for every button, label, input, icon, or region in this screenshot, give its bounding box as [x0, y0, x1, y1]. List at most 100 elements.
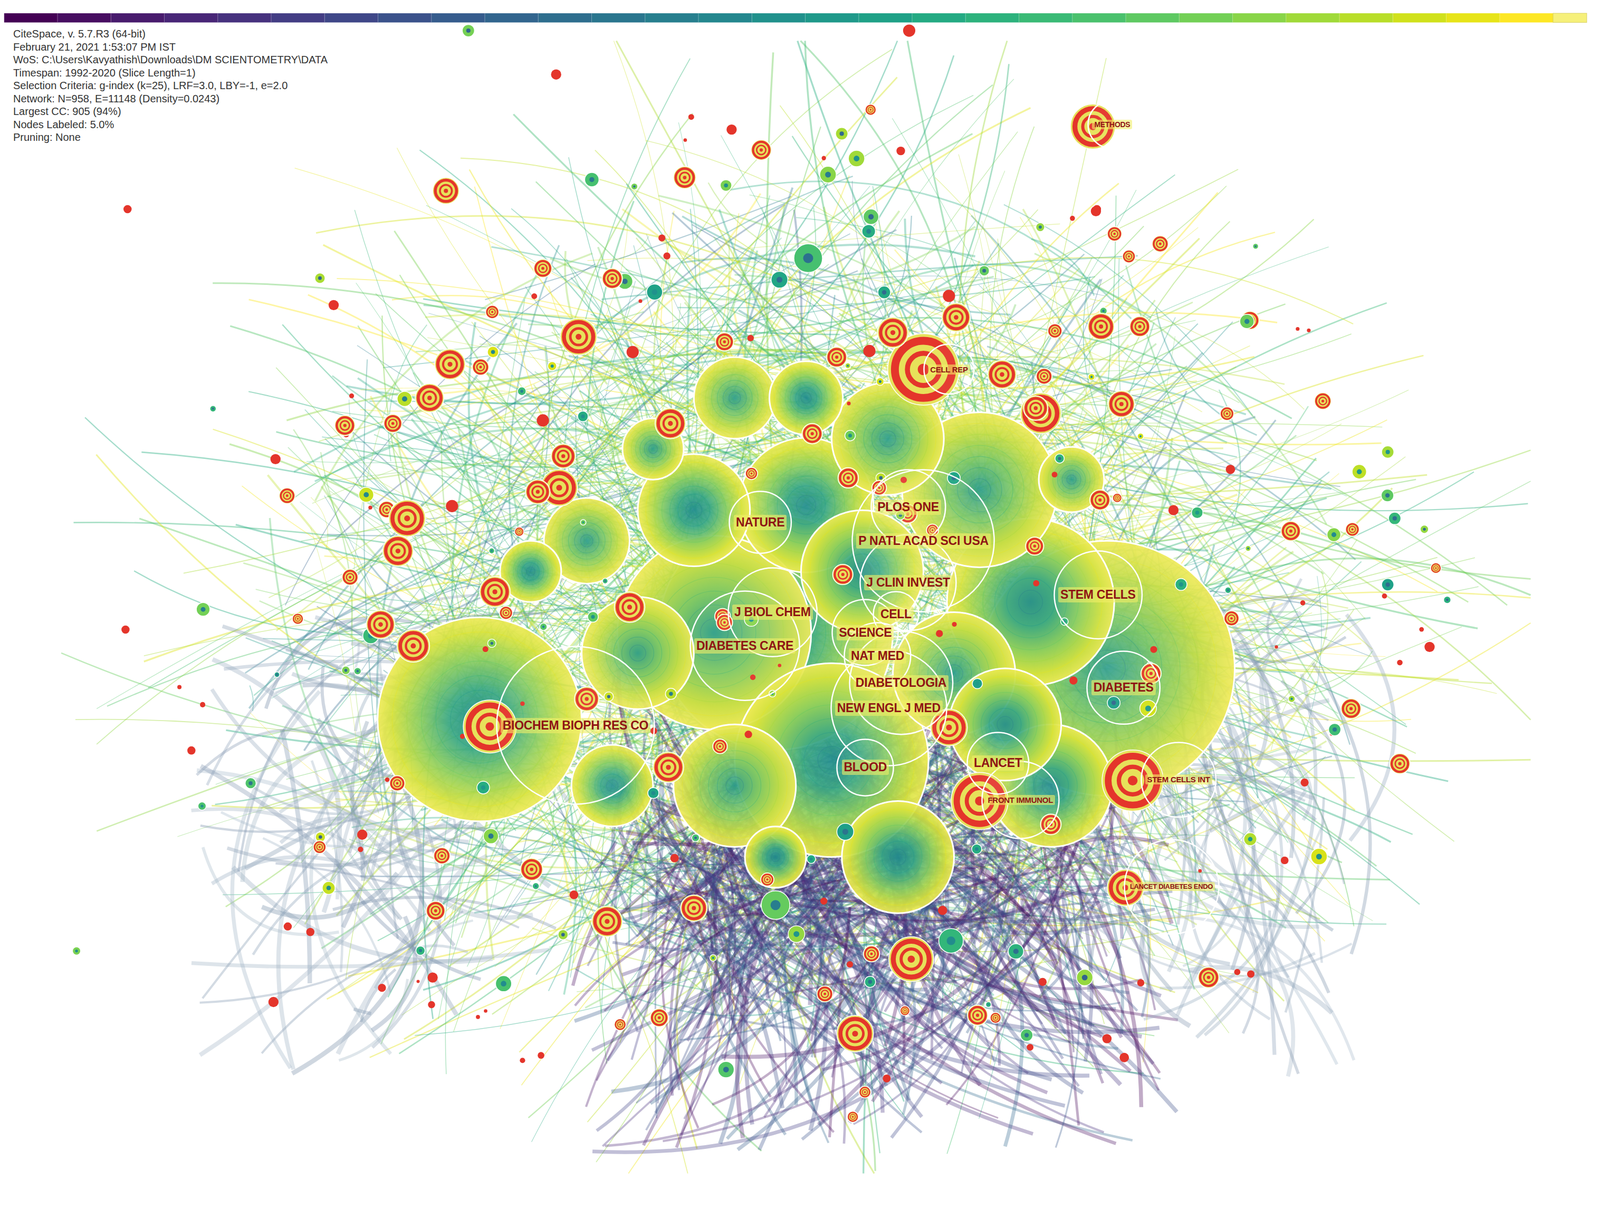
colorbar-tick: [965, 13, 966, 23]
colorbar-slice: [1499, 13, 1554, 23]
burst-dot: [357, 846, 363, 852]
node-core: [1042, 375, 1046, 378]
citation-ring: [682, 733, 788, 839]
citation-ring: [653, 470, 734, 551]
plain-node: [819, 166, 837, 183]
node-core: [668, 692, 673, 696]
node-disc: [415, 945, 425, 955]
node-core: [766, 878, 769, 881]
burst-node: [426, 901, 446, 921]
node-core: [657, 1016, 661, 1020]
plain-node: [1388, 512, 1401, 525]
plain-node: [691, 834, 699, 842]
colorbar-tick: [217, 13, 218, 23]
citation-ring: [790, 382, 822, 415]
colorbar-tick: [1445, 13, 1447, 23]
burst-ring: [1316, 394, 1330, 408]
colorbar-tick: [1285, 13, 1287, 23]
citation-ring: [691, 742, 779, 830]
citation-ring: [508, 549, 553, 594]
burst-ring: [486, 306, 498, 318]
co-citation-link: [371, 916, 416, 1031]
citation-ring: [800, 392, 812, 404]
plain-node: [487, 639, 497, 648]
co-citation-link: [1111, 916, 1355, 1061]
node-disc: [1055, 453, 1065, 463]
co-citation-link: [833, 470, 1386, 657]
small-node-layer: [72, 24, 1451, 1123]
citation-ring: [863, 414, 912, 463]
node-disc: [985, 1001, 991, 1008]
co-citation-link: [587, 200, 634, 427]
node-core: [1356, 468, 1363, 475]
co-citation-link: [1039, 481, 1531, 760]
co-citation-link: [133, 570, 454, 635]
node-core: [1316, 853, 1322, 860]
co-citation-link: [1007, 868, 1043, 943]
burst-dot: [1032, 580, 1040, 587]
plain-node: [647, 787, 659, 799]
node-disc: [1381, 489, 1394, 502]
citation-ring: [865, 825, 931, 890]
node-disc: [1191, 506, 1204, 519]
citation-ring: [847, 398, 928, 479]
citation-ring: [787, 485, 826, 525]
node-disc: [274, 672, 280, 678]
citation-ring: [749, 830, 802, 884]
node-core: [1385, 493, 1390, 498]
colorbar-slice: [1392, 13, 1447, 23]
burst-ring: [500, 607, 512, 619]
co-citation-link: [248, 783, 402, 814]
node-core: [318, 276, 322, 281]
co-citation-link: [354, 209, 858, 876]
citation-ring: [771, 853, 781, 862]
colorbar-slice: [965, 13, 1020, 23]
colorbar-slice: [484, 13, 539, 23]
node-core: [481, 785, 486, 790]
citation-ring: [639, 435, 667, 463]
burst-dot: [744, 730, 753, 739]
plain-node: [547, 361, 557, 371]
node-disc: [861, 224, 876, 239]
node-disc: [1352, 464, 1367, 479]
citation-ring: [504, 544, 557, 598]
co-citation-link: [375, 945, 468, 989]
node-disc: [1243, 832, 1258, 847]
burst-ring: [1037, 369, 1051, 383]
burst-dot: [658, 234, 666, 242]
plain-node: [848, 150, 865, 167]
burst-dot: [1026, 1043, 1034, 1051]
burst-ring: [839, 469, 857, 486]
co-citation-link: [782, 55, 954, 341]
node-core: [500, 980, 507, 987]
burst-dot: [1051, 471, 1058, 478]
node-disc: [647, 787, 659, 799]
node-core: [318, 835, 323, 839]
co-citation-link: [253, 849, 526, 955]
burst-node: [614, 1018, 627, 1031]
colorbar-slice: [912, 13, 966, 23]
node-disc: [1345, 522, 1360, 536]
co-citation-link: [353, 1009, 372, 1014]
node-disc: [649, 1008, 668, 1027]
node-disc: [397, 391, 413, 407]
plain-node: [665, 688, 677, 700]
co-citation-link: [280, 818, 376, 843]
co-citation-link: [893, 186, 1227, 364]
burst-ring: [516, 529, 522, 534]
node-core: [1225, 412, 1229, 415]
node-core: [825, 171, 831, 178]
citation-ring: [521, 562, 540, 581]
node-disc: [487, 639, 497, 648]
citation-ring: [874, 832, 923, 881]
burst-node: [863, 945, 880, 963]
node-disc: [771, 271, 789, 289]
node-disc: [1430, 562, 1442, 574]
burst-node: [1314, 392, 1332, 410]
citation-ring: [1061, 470, 1081, 489]
burst-node: [899, 1006, 910, 1016]
citation-ring: [723, 386, 747, 410]
burst-dot: [1069, 676, 1078, 685]
node-disc: [495, 975, 512, 992]
citation-ring: [717, 768, 753, 803]
